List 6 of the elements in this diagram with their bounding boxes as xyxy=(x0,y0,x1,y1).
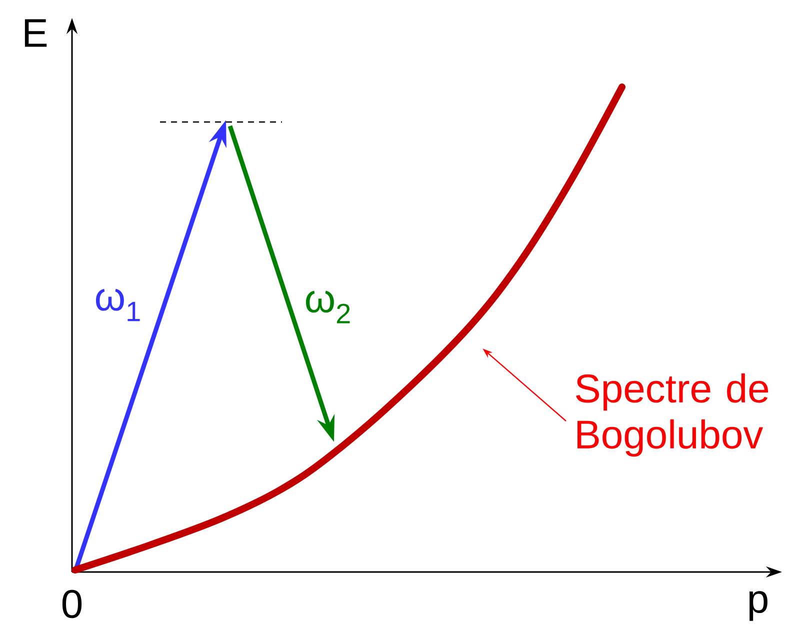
origin-label: 0 xyxy=(62,590,82,618)
arrow-label: ω$_{1}$ xyxy=(96,288,140,322)
axis-label: E xyxy=(24,19,47,47)
curve-label: Spectre de Bogolubov xyxy=(576,373,768,457)
axis-label: p xyxy=(749,591,768,621)
arrow-label: ω$_{2}$ xyxy=(306,290,350,324)
